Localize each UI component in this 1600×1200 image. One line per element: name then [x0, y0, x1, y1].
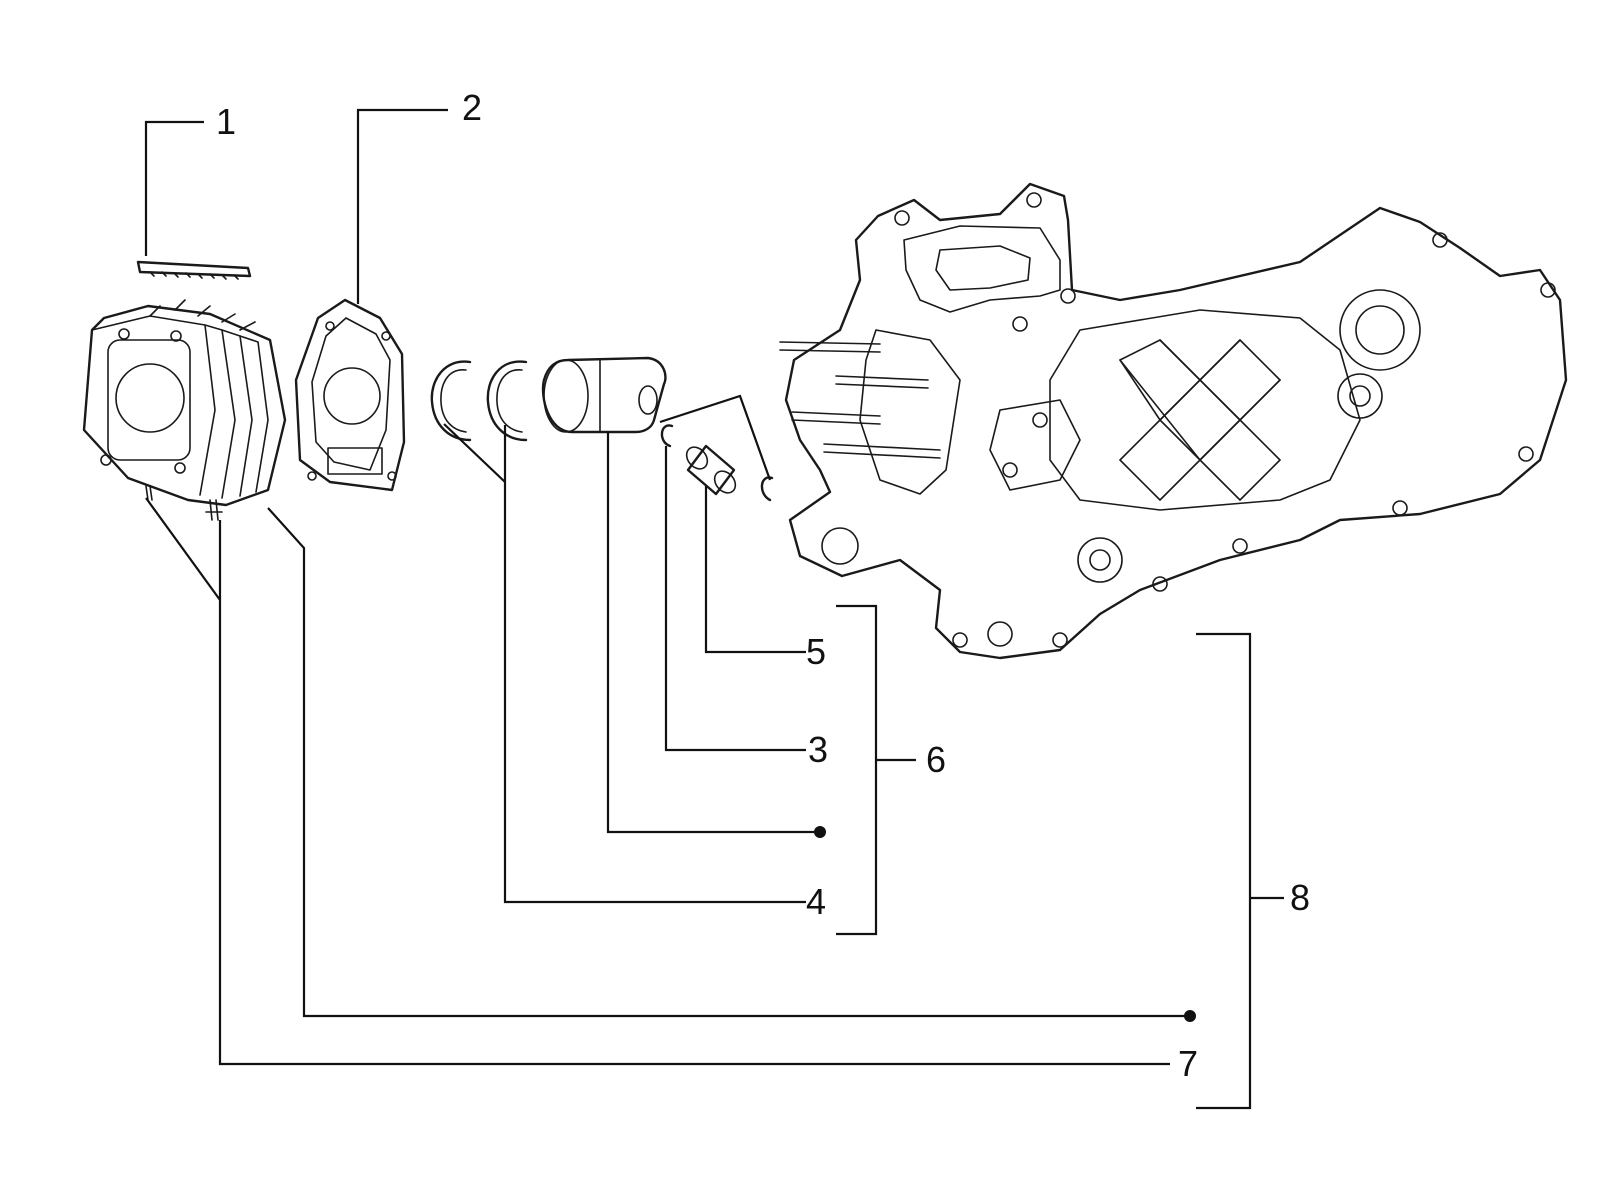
callout-7: 7 [1178, 1043, 1198, 1084]
callout-1: 1 [216, 101, 236, 142]
callout-6: 6 [926, 739, 946, 780]
part-2-base-gasket [294, 298, 406, 492]
callout-4: 4 [806, 881, 826, 922]
callout-8: 8 [1290, 877, 1310, 918]
piston-dot-marker [814, 826, 826, 838]
callout-5: 5 [806, 631, 826, 672]
part-4-piston-rings [430, 360, 528, 442]
part-5-piston-pin [685, 444, 737, 496]
part-1-gasket-strip [136, 260, 252, 280]
leader-lines [144, 108, 1284, 1110]
cylinder-dot-marker [1184, 1010, 1196, 1022]
callout-3: 3 [808, 729, 828, 770]
part-7-cylinder [82, 299, 287, 521]
part-8-crankcase [779, 182, 1568, 660]
piston [541, 356, 667, 434]
callout-2: 2 [462, 87, 482, 128]
part-3-circlip [660, 424, 774, 502]
